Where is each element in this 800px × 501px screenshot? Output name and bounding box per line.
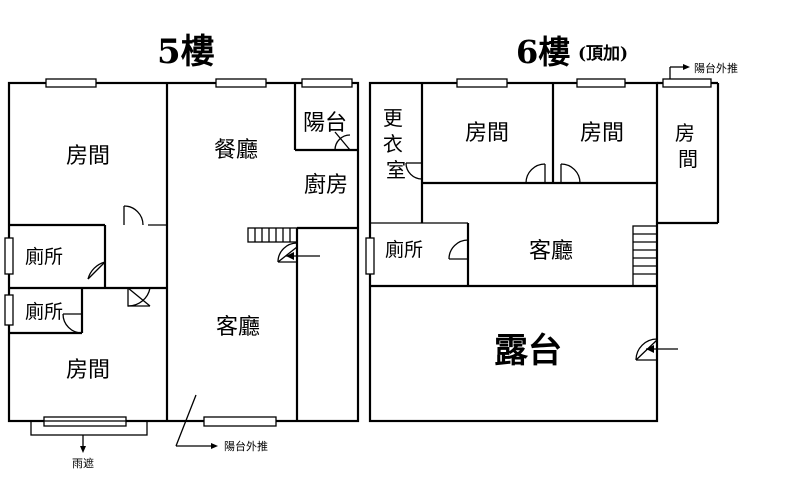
room-label-bedroom-3: 房 間 <box>675 121 701 171</box>
room-label-toilet-6f: 廁所 <box>385 238 423 261</box>
room-label-terrace: 露台 <box>494 331 562 371</box>
room-label-living: 客廳 <box>216 315 260 340</box>
floor5-doors <box>62 131 351 334</box>
note-balcony-extended-5f: 陽台外推 <box>224 439 268 453</box>
room-label-dining: 餐廳 <box>214 138 258 163</box>
floor6-doors <box>405 162 658 361</box>
floor5-balcony-pointer <box>175 394 218 449</box>
floor5-entry-arrow <box>286 252 320 260</box>
room-label-bedroom-top: 房間 <box>66 144 110 169</box>
room-label-balcony: 陽台 <box>303 111 347 136</box>
room-label-toilet-2: 廁所 <box>25 300 63 323</box>
room-label-bedroom-bottom: 房間 <box>66 358 110 383</box>
floor6-stairs <box>632 225 658 287</box>
floor5-canopy-pointer <box>80 435 86 453</box>
floor6-title-suffix: (頂加) <box>578 44 628 64</box>
floor5-stairs <box>247 227 298 243</box>
floor5-title: 5樓 <box>157 32 215 72</box>
floor6-balcony-pointer <box>669 64 690 79</box>
room-label-bedroom-1: 房間 <box>465 121 509 146</box>
room-label-living-6f: 客廳 <box>529 239 573 264</box>
note-balcony-extended-6f: 陽台外推 <box>694 61 738 75</box>
room-label-kitchen: 廚房 <box>304 173 348 198</box>
floor6-windows <box>365 78 712 275</box>
floor6-entry-arrow <box>646 345 678 353</box>
room-label-bedroom-2: 房間 <box>580 121 624 146</box>
floor5-windows <box>4 78 353 436</box>
note-canopy: 雨遮 <box>72 456 94 470</box>
room-label-toilet-1: 廁所 <box>25 245 63 268</box>
room-label-dressing: 更 衣 室 <box>383 106 409 182</box>
floor6-title: 6樓 <box>516 33 570 71</box>
floor5-walls <box>7 81 360 423</box>
